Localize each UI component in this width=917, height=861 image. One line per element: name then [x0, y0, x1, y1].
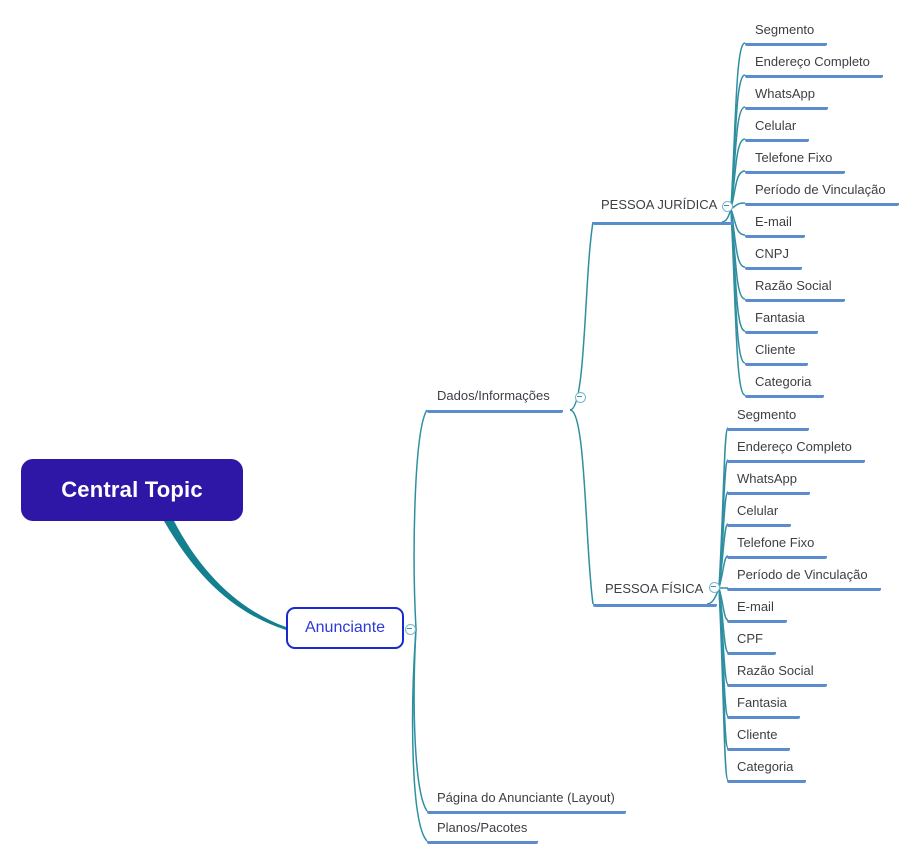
collapse-toggle-icon[interactable]: [574, 391, 586, 403]
node-anunciante-label: Anunciante: [304, 619, 386, 636]
node-pessoa-fisica[interactable]: PESSOA FÍSICA: [593, 581, 718, 607]
node-segmento[interactable]: Segmento: [745, 22, 828, 46]
node-periodo-de-vinculacao[interactable]: Período de Vinculação: [727, 567, 881, 591]
node-pessoa-juridica[interactable]: PESSOA JURÍDICA: [593, 197, 735, 225]
node-celular[interactable]: Celular: [745, 118, 810, 142]
node-anunciante[interactable]: Anunciante: [286, 607, 404, 649]
node-telefone-fixo[interactable]: Telefone Fixo: [727, 535, 828, 559]
node-periodo-de-vinculacao[interactable]: Período de Vinculação: [745, 182, 899, 206]
node-celular[interactable]: Celular: [727, 503, 792, 527]
node-categoria[interactable]: Categoria: [745, 374, 825, 398]
node-fantasia[interactable]: Fantasia: [727, 695, 800, 719]
node-cliente[interactable]: Cliente: [745, 342, 809, 366]
node-cnpj[interactable]: CNPJ: [745, 246, 802, 270]
collapse-toggle-icon[interactable]: [721, 200, 733, 212]
node-fantasia[interactable]: Fantasia: [745, 310, 818, 334]
node-razao-social[interactable]: Razão Social: [745, 278, 845, 302]
node-central-topic[interactable]: Central Topic: [21, 459, 243, 521]
node-cliente[interactable]: Cliente: [727, 727, 791, 751]
collapse-toggle-icon[interactable]: [708, 581, 720, 593]
node-whatsapp[interactable]: WhatsApp: [727, 471, 810, 495]
node-endereco-completo[interactable]: Endereço Completo: [727, 439, 865, 463]
node-telefone-fixo[interactable]: Telefone Fixo: [745, 150, 846, 174]
node-dados-informacoes[interactable]: Dados/Informações: [427, 388, 563, 413]
node-whatsapp[interactable]: WhatsApp: [745, 86, 828, 110]
node-endereco-completo[interactable]: Endereço Completo: [745, 54, 883, 78]
node-e-mail[interactable]: E-mail: [745, 214, 805, 238]
node-categoria[interactable]: Categoria: [727, 759, 807, 783]
collapse-toggle-icon[interactable]: [404, 623, 416, 635]
node-planos-pacotes[interactable]: Planos/Pacotes: [427, 820, 539, 844]
node-segmento[interactable]: Segmento: [727, 407, 810, 431]
node-razao-social[interactable]: Razão Social: [727, 663, 827, 687]
node-pagina-do-anunciante-layout[interactable]: Página do Anunciante (Layout): [427, 790, 626, 814]
node-cpf[interactable]: CPF: [727, 631, 776, 655]
node-e-mail[interactable]: E-mail: [727, 599, 787, 623]
